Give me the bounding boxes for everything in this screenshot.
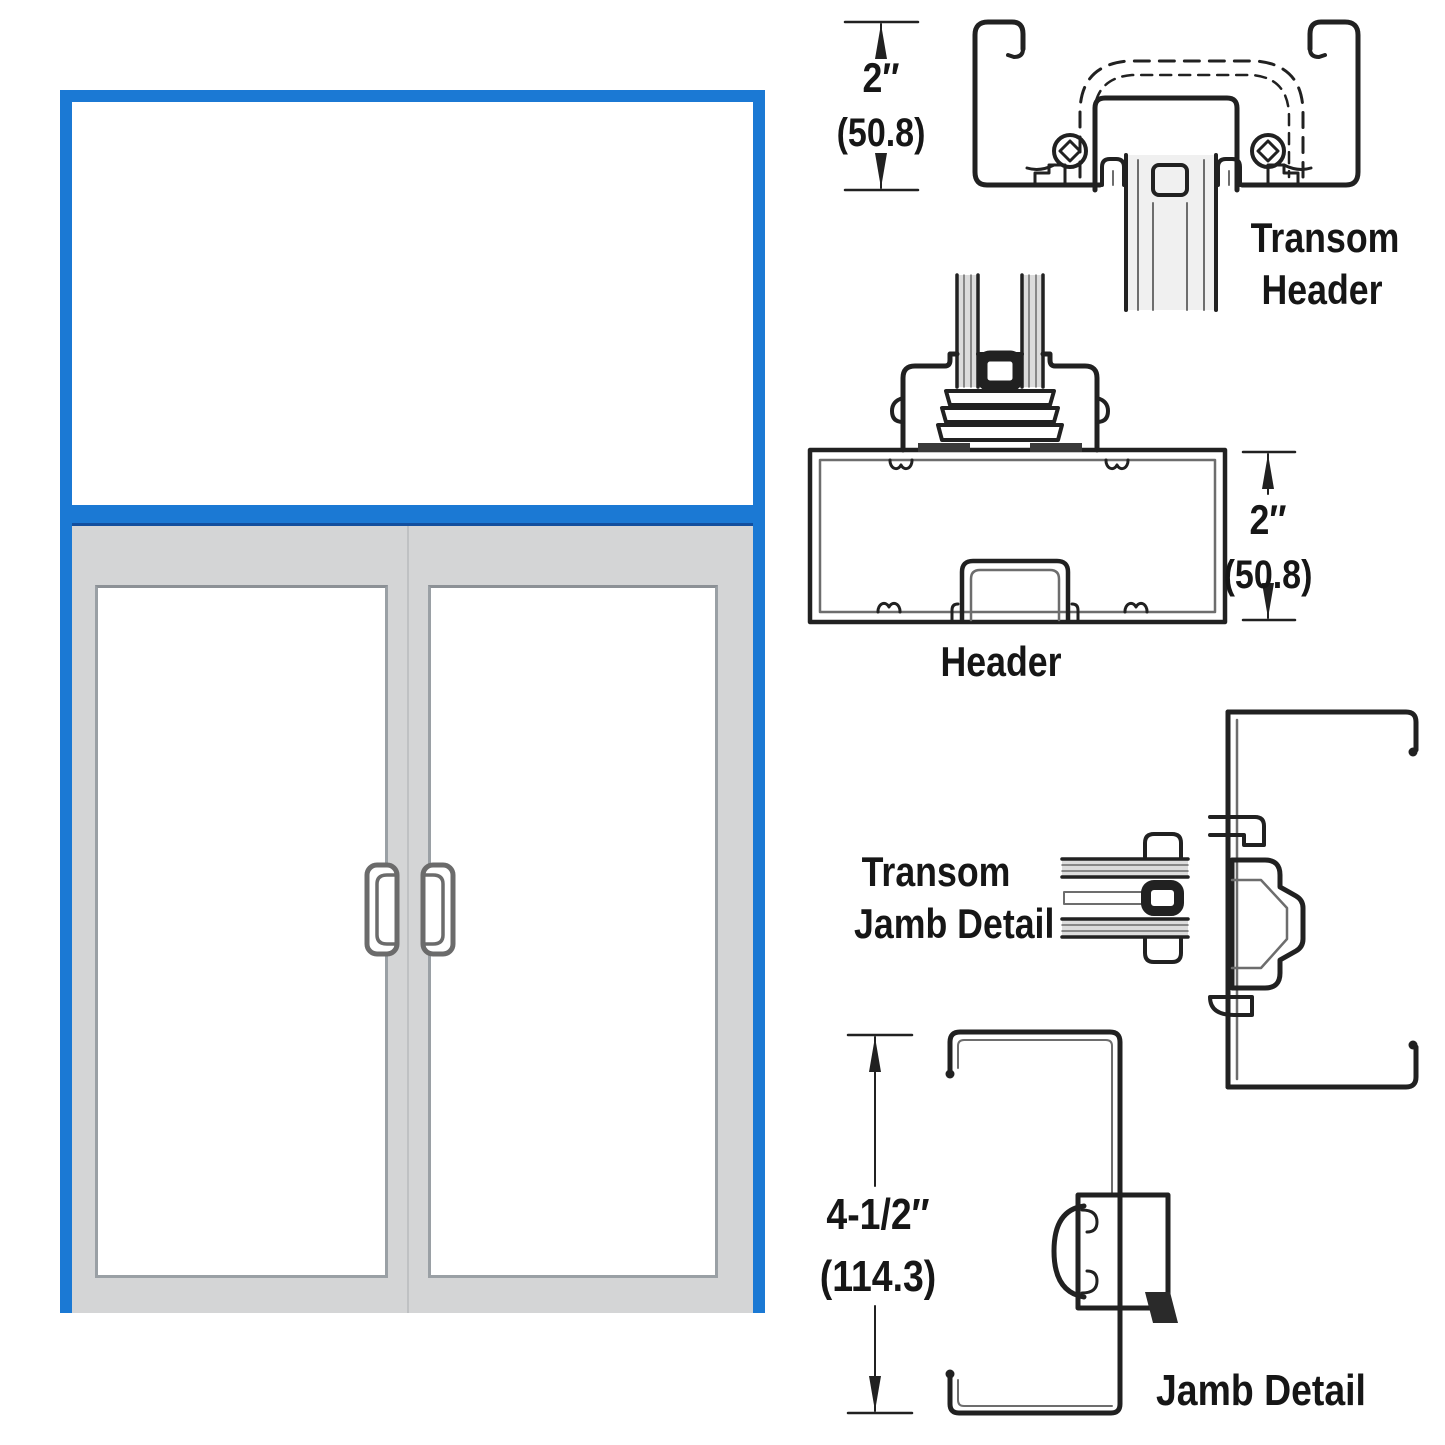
frame-jamb-left [60,90,72,1313]
transom-header-dimension-lines [843,20,920,192]
jamb-dimension-lines [846,1033,914,1415]
header-drawing [807,273,1297,625]
door-handles [364,862,456,957]
header-glass [955,273,1045,389]
transom-mullion-section [1124,153,1218,312]
transom-header-label-line2: Header [1261,266,1383,313]
transom-jamb-glazing-adapter [1208,815,1306,1017]
header-tube-section [807,444,1228,625]
transom-jamb-drawing [1060,709,1419,1090]
header-dimension-lines [1241,450,1297,622]
door-top-rail-section [890,350,1110,453]
door-left-glass [95,585,388,1278]
door-handle-left [364,862,400,957]
transom-header-label-line1: Transom [1250,214,1400,261]
jamb-profile [945,1029,1178,1416]
door-handle-right [420,862,456,957]
transom-header-profile [972,19,1361,312]
jamb-dim-value: 4-1/2″ [826,1190,930,1239]
door-right-glass [428,585,718,1278]
jamb-label: Jamb Detail [1156,1366,1366,1415]
transom-jamb-tube [1225,709,1419,1090]
transom-jamb-label-line2: Jamb Detail [854,900,1055,947]
transom-header-dim-metric: (50.8) [836,111,926,155]
transom-glass [72,102,753,505]
header-dim-value: 2″ [1249,496,1287,543]
door-meeting-gap [407,526,409,1313]
transom-header-drawing [843,19,1361,312]
transom-glass-section [1060,832,1190,964]
frame-head [60,90,765,102]
transom-jamb-label-line1: Transom [861,848,1011,895]
header-dim-metric: (50.8) [1223,553,1313,597]
frame-jamb-right [753,90,765,1313]
transom-bar [72,505,753,526]
jamb-drawing [846,1029,1178,1416]
header-label: Header [940,638,1062,685]
door-frame [72,526,753,1313]
jamb-dim-metric: (114.3) [819,1252,937,1301]
transom-header-dim-value: 2″ [862,54,900,101]
storefront-elevation [60,90,765,1313]
jamb-clip-detail [1051,1192,1178,1323]
